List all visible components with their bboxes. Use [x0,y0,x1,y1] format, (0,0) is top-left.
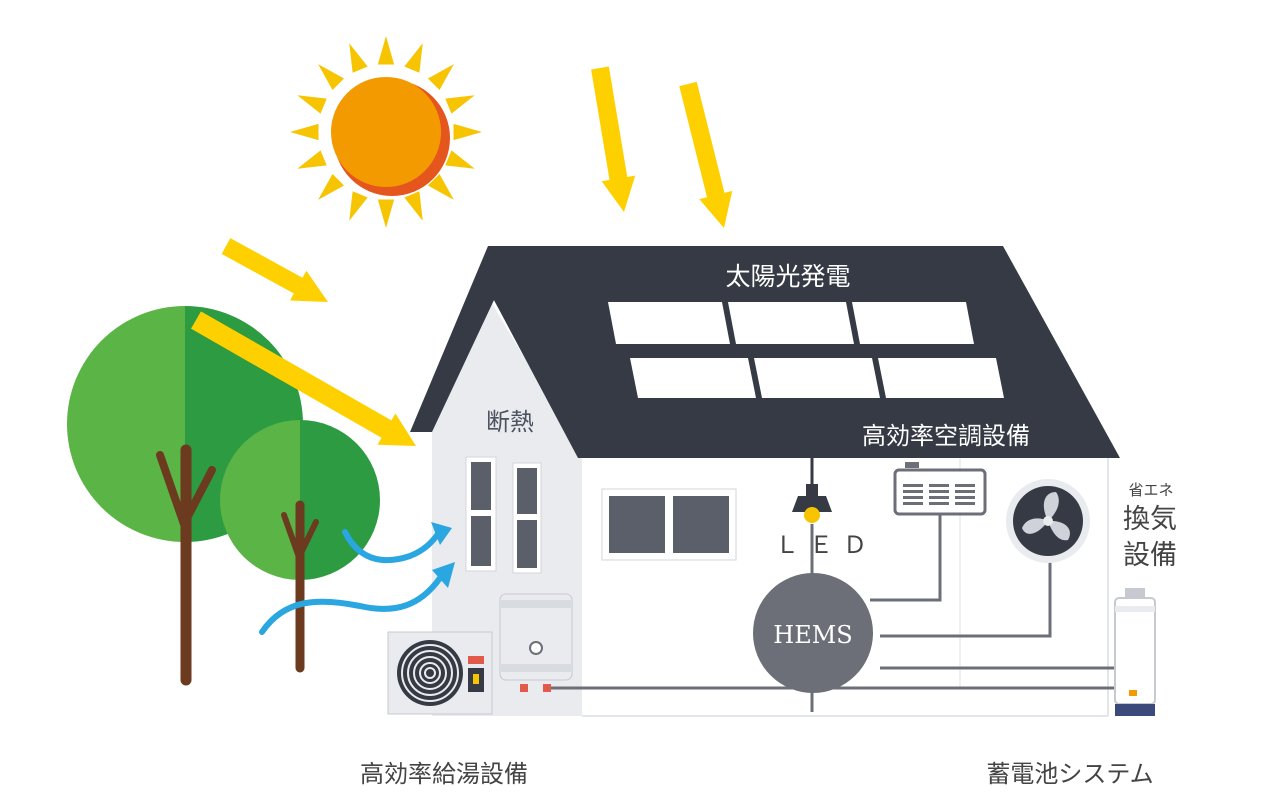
ac-vent-slat [929,496,949,499]
sun-ray [404,43,423,73]
sun-ray [445,95,475,114]
sunlight-arrow [191,311,416,446]
sun-ray [377,36,395,65]
window [465,456,542,574]
sun-ray [349,43,368,73]
heat-pump-grille-ring [407,650,453,696]
sun-ray [453,123,482,141]
tree-icon [67,306,380,686]
fan-icon [1006,479,1090,563]
storage-battery-icon [1114,588,1156,716]
sun-ray [404,191,423,221]
hems-hub [753,573,873,693]
sun-ray [445,150,475,169]
label-solar: 太陽光発電 [725,262,850,291]
ac-vent-slat [903,490,923,493]
ac-vent-slat [955,496,975,499]
ac-vent-slat [929,490,949,493]
air-conditioner-icon [893,462,987,516]
water-heater-tank-icon [499,593,573,692]
heat-pump-grille-ring [424,667,436,679]
sun-ray [349,191,368,221]
ac-vent-slat [955,490,975,493]
sun-ray [427,64,454,91]
label-vent-small: 省エネ [1128,481,1173,499]
sun-ray [297,95,327,114]
label-water-heater: 高効率給湯設備 [360,760,528,788]
sun-ray [318,173,345,200]
heat-pump-grille-ring [419,662,441,684]
label-hems: HEMS [773,621,852,649]
wind-arrow-icon [259,522,455,635]
window [601,488,737,561]
label-insulation: 断熱 [486,408,534,436]
solar-panel-icon [608,302,1004,398]
heat-pump-grille-ring [401,644,459,702]
ac-vent-slat [929,484,949,487]
sunlight-arrows [191,66,733,446]
ac-vent-slat [903,484,923,487]
ac-vent-slat [955,484,975,487]
sun-icon [290,36,482,228]
sun-ray [297,150,327,169]
ac-vent-slat [955,502,975,505]
label-hvac: 高効率空調設備 [862,422,1030,450]
ac-vent-slat [903,502,923,505]
ac-vent-slat [929,502,949,505]
heat-pump-grille-ring [413,656,447,690]
label-battery: 蓄電池システム [986,760,1153,788]
sunlight-arrow [591,66,636,212]
ac-vent-slat [903,496,923,499]
heat-pump-icon [387,631,493,715]
sun-ray [318,64,345,91]
sun-ray [377,199,395,228]
sunlight-arrow [221,238,328,302]
label-vent-line2: 設備 [1123,540,1177,571]
label-led: ＬＥＤ [775,531,877,559]
label-vent-line1: 換気 [1123,504,1177,535]
sun-ray [290,123,319,141]
pendant-lamp-icon [792,458,832,523]
sun-ray [427,173,454,200]
sunlight-arrow [679,81,733,229]
